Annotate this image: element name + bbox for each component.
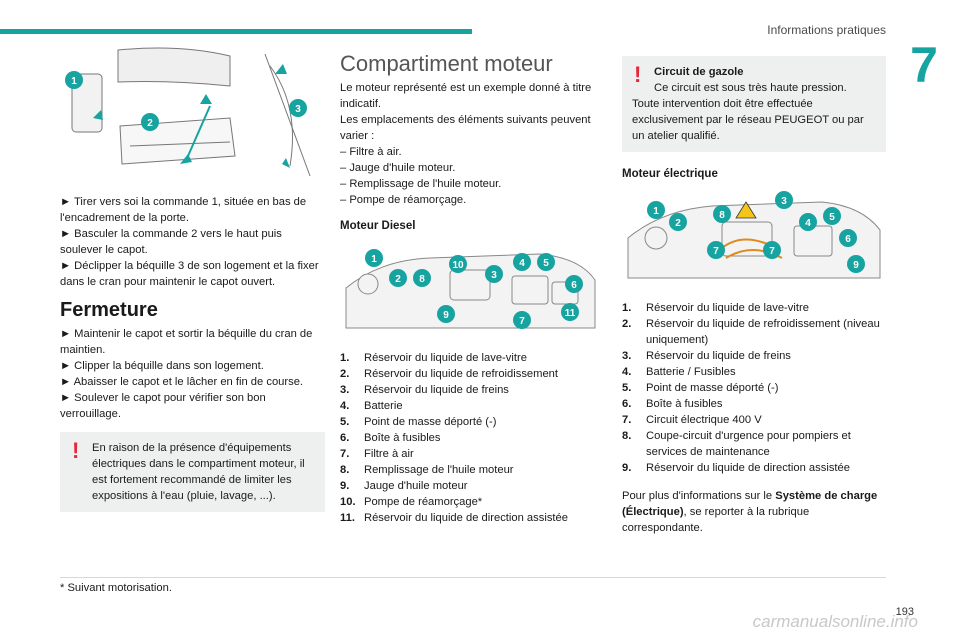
figure-badges-diesel: 1 2 8 10 3 4 5 6 9 7 11	[365, 249, 583, 329]
warning-title: Circuit de gazole	[654, 66, 744, 78]
svg-text:1: 1	[653, 206, 659, 217]
diesel-components-list: 1.Réservoir du liquide de lave-vitre 2.R…	[340, 350, 602, 526]
list-item: 7.Filtre à air	[340, 448, 414, 460]
variable-item: – Pompe de réamorçage.	[340, 194, 467, 206]
svg-text:3: 3	[781, 196, 787, 207]
svg-text:2: 2	[147, 118, 153, 129]
svg-text:7: 7	[769, 246, 775, 257]
list-item: 8.Remplissage de l'huile moteur	[340, 464, 514, 476]
closing-step: ► Soulever le capot pour vérifier son bo…	[60, 392, 266, 420]
list-item: 6.Boîte à fusibles	[340, 432, 441, 444]
diesel-heading: Moteur Diesel	[340, 220, 416, 232]
svg-text:5: 5	[543, 258, 549, 269]
list-item: 1.Réservoir du liquide de lave-vitre	[340, 352, 527, 364]
column-electric: ! Circuit de gazole Ce circuit est sous …	[622, 56, 886, 536]
engine-compartment-title: Compartiment moteur	[340, 51, 553, 76]
variable-items-list: – Filtre à air. – Jauge d'huile moteur. …	[340, 144, 602, 208]
warning-text: En raison de la présence d'équipements é…	[92, 442, 305, 502]
electric-heading: Moteur électrique	[622, 168, 718, 180]
warning-icon: !	[72, 438, 80, 463]
svg-text:7: 7	[713, 246, 719, 257]
list-item: 3.Réservoir du liquide de freins	[622, 350, 791, 362]
section-title: Informations pratiques	[767, 23, 886, 37]
column-engine-compartment: Compartiment moteur Le moteur représenté…	[340, 51, 602, 526]
warning-rest: Toute intervention doit être effectuée e…	[632, 98, 864, 142]
column-opening: 1 2 3 ► Tirer vers soi la commande 1, si…	[60, 46, 325, 512]
opening-step: ► Déclipper la béquille 3 de son logemen…	[60, 260, 319, 288]
footer-divider	[60, 577, 886, 578]
list-item: 5.Point de masse déporté (-)	[340, 416, 497, 428]
svg-text:9: 9	[443, 310, 449, 321]
electric-components-list: 1.Réservoir du liquide de lave-vitre 2.R…	[622, 300, 886, 476]
list-item: 1.Réservoir du liquide de lave-vitre	[622, 302, 809, 314]
svg-text:8: 8	[719, 210, 725, 221]
intro-text-2: Les emplacements des éléments suivants p…	[340, 114, 591, 142]
electric-engine-illustration: 1 2 8 3 4 5 6 7 7 9	[622, 188, 886, 284]
svg-text:3: 3	[491, 270, 497, 281]
list-item: 4.Batterie / Fusibles	[622, 366, 736, 378]
list-item: 10.Pompe de réamorçage*	[340, 496, 483, 508]
footnote: * Suivant motorisation.	[60, 582, 172, 594]
closing-step: ► Clipper la béquille dans son logement.	[60, 360, 264, 372]
opening-step: ► Basculer la commande 2 vers le haut pu…	[60, 228, 282, 256]
list-item: 4.Batterie	[340, 400, 403, 412]
intro-text: Le moteur représenté est un exemple donn…	[340, 82, 592, 110]
figure-badges-opening: 1 2 3	[65, 71, 307, 131]
list-item: 11.Réservoir du liquide de direction ass…	[340, 512, 568, 524]
svg-text:2: 2	[675, 218, 681, 229]
svg-text:9: 9	[853, 260, 859, 271]
closing-step: ► Abaisser le capot et le lâcher en fin …	[60, 376, 304, 388]
fuel-circuit-warning-box: ! Circuit de gazole Ce circuit est sous …	[622, 56, 886, 152]
svg-text:1: 1	[71, 76, 77, 87]
closing-heading: Fermeture	[60, 299, 158, 321]
list-item: 7.Circuit électrique 400 V	[622, 414, 762, 426]
variable-item: – Filtre à air.	[340, 146, 402, 158]
svg-text:7: 7	[519, 316, 525, 327]
svg-text:10: 10	[452, 260, 464, 271]
chapter-number: 7	[910, 37, 938, 93]
water-warning-box: ! En raison de la présence d'équipements…	[60, 432, 325, 512]
list-item: 2.Réservoir du liquide de refroidissemen…	[340, 368, 559, 380]
figure-badges-electric: 1 2 8 3 4 5 6 7 7 9	[647, 191, 865, 273]
variable-item: – Remplissage de l'huile moteur.	[340, 178, 502, 190]
variable-item: – Jauge d'huile moteur.	[340, 162, 456, 174]
closing-steps: ► Maintenir le capot et sortir la béquil…	[60, 326, 325, 422]
watermark: carmanualsonline.info	[752, 612, 918, 631]
warning-line: Ce circuit est sous très haute pression.	[654, 82, 847, 94]
list-item: 3.Réservoir du liquide de freins	[340, 384, 509, 396]
svg-text:6: 6	[845, 234, 851, 245]
header-accent-bar	[0, 29, 472, 34]
list-item: 6.Boîte à fusibles	[622, 398, 723, 410]
list-item: 8.Coupe-circuit d'urgence pour pompiers …	[622, 430, 851, 458]
svg-text:2: 2	[395, 274, 401, 285]
svg-text:5: 5	[829, 212, 835, 223]
list-item: 2.Réservoir du liquide de refroidissemen…	[622, 318, 880, 346]
warning-icon: !	[634, 62, 642, 87]
svg-text:3: 3	[295, 104, 301, 115]
list-item: 5.Point de masse déporté (-)	[622, 382, 779, 394]
opening-step: ► Tirer vers soi la commande 1, située e…	[60, 196, 307, 224]
opening-steps: ► Tirer vers soi la commande 1, située e…	[60, 194, 325, 290]
svg-text:6: 6	[571, 280, 577, 291]
svg-text:4: 4	[805, 218, 811, 229]
more-info-text: Pour plus d'informations sur le Système …	[622, 490, 878, 534]
svg-text:8: 8	[419, 274, 425, 285]
hood-opening-illustration: 1 2 3	[60, 46, 325, 186]
list-item: 9.Réservoir du liquide de direction assi…	[622, 462, 850, 474]
svg-text:1: 1	[371, 254, 377, 265]
svg-text:4: 4	[519, 258, 525, 269]
page-number: 193	[895, 606, 914, 618]
list-item: 9.Jauge d'huile moteur	[340, 480, 468, 492]
closing-step: ► Maintenir le capot et sortir la béquil…	[60, 328, 313, 356]
diesel-engine-illustration: 1 2 8 10 3 4 5 6 9 7 11	[340, 240, 602, 338]
svg-text:11: 11	[565, 308, 576, 319]
